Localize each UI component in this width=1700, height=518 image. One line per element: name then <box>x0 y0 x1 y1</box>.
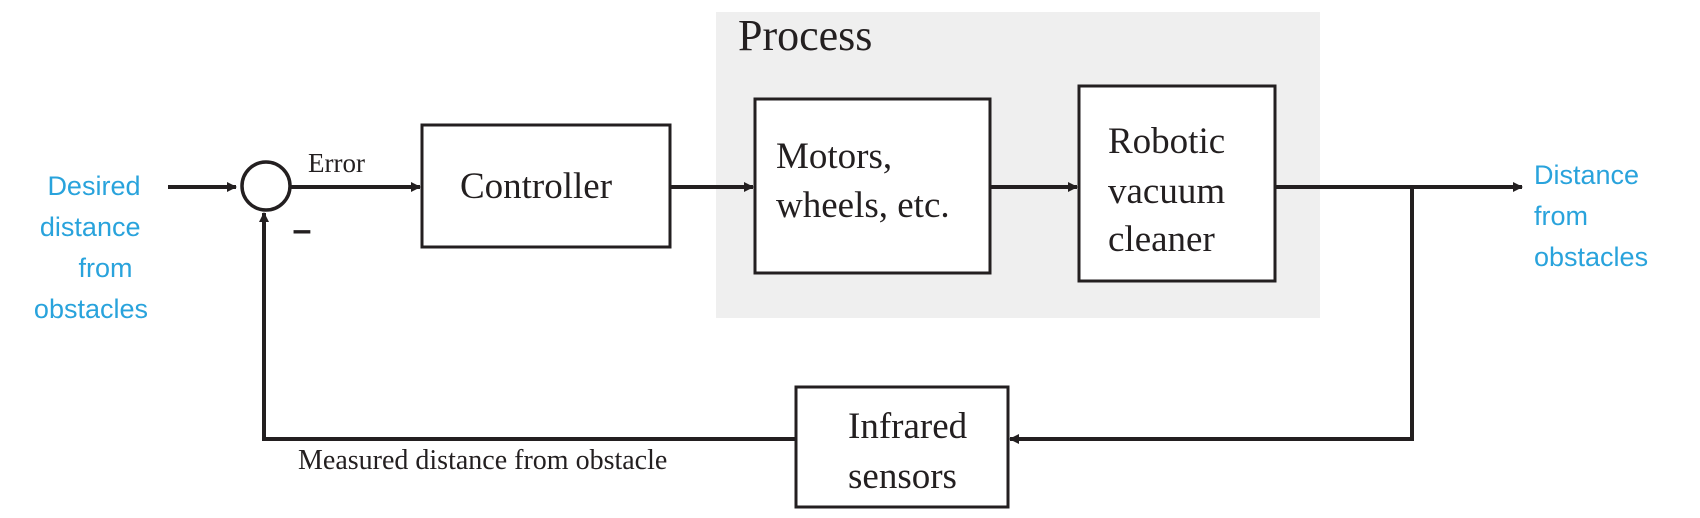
input-label-line-3: from <box>78 253 132 283</box>
motors-label-line-2: wheels, etc. <box>776 185 950 226</box>
summing-junction <box>240 160 292 212</box>
vacuum-block <box>1077 84 1277 283</box>
feedback-label: Measured distance from obstacle <box>298 445 667 476</box>
vacuum-label-line-2: vacuum <box>1108 171 1225 212</box>
vacuum-label: Robotic vacuum cleaner <box>1108 121 1234 260</box>
vacuum-label-line-1: Robotic <box>1108 121 1225 162</box>
process-title: Process <box>738 11 872 60</box>
input-label-line-2: distance <box>40 212 141 242</box>
sensors-label-line-2: sensors <box>848 456 957 497</box>
output-label-line-2: from <box>1534 201 1588 231</box>
sensors-label: Infrared sensors <box>848 406 976 497</box>
output-label-line-3: obstacles <box>1534 242 1648 272</box>
input-label-line-1: Desired <box>47 171 140 201</box>
input-label-line-4: obstacles <box>34 294 148 324</box>
motors-label-line-1: Motors, <box>776 136 892 177</box>
feedback-to-junction-line <box>259 212 796 441</box>
error-label: Error <box>308 148 365 178</box>
motors-label: Motors, wheels, etc. <box>776 136 950 226</box>
controller-label: Controller <box>460 166 612 207</box>
minus-sign: – <box>293 211 312 249</box>
feedback-to-sensors-line <box>1009 187 1414 444</box>
sensors-label-line-1: Infrared <box>848 406 968 447</box>
output-label-line-1: Distance <box>1534 160 1639 190</box>
sensors-block <box>794 385 1010 509</box>
controller-block <box>420 123 672 249</box>
input-label: Desired distance from obstacles <box>34 171 148 324</box>
vacuum-label-line-3: cleaner <box>1108 219 1215 260</box>
output-label: Distance from obstacles <box>1534 160 1648 272</box>
